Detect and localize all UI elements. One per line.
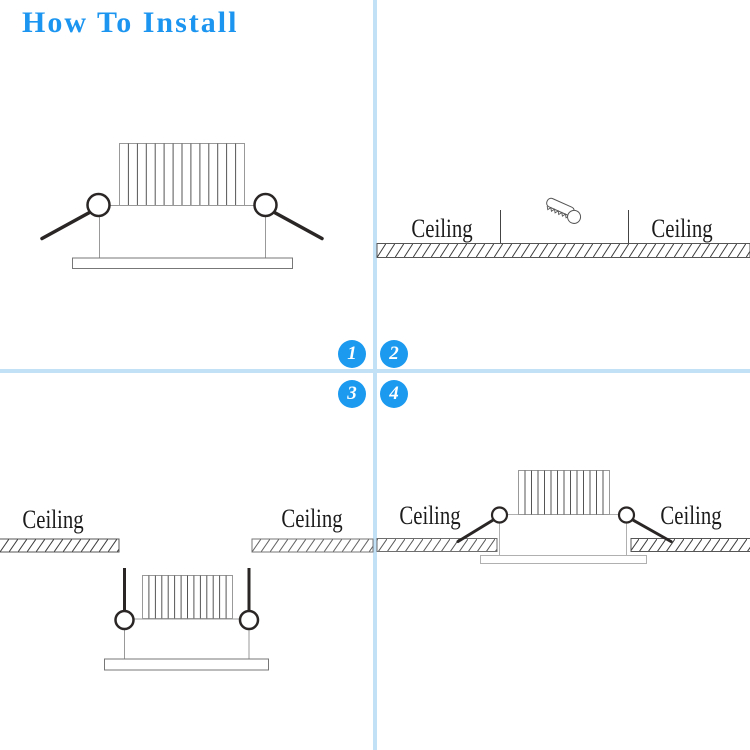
ceiling-section-right (251, 538, 374, 553)
ceiling-label-step2-right: Ceiling (651, 214, 713, 243)
heatsink-fins (148, 575, 227, 619)
drill-bit-icon (546, 197, 582, 224)
spring-clip-arms (123, 568, 251, 611)
lamp-body-hidden (499, 514, 627, 556)
ceiling-label-step4-left: Ceiling (399, 501, 461, 530)
step-badge-1: 1 (338, 340, 366, 368)
ceiling-section (376, 243, 750, 258)
ceiling-label-step4-right: Ceiling (660, 501, 722, 530)
clip-pivot-right (253, 192, 278, 218)
step3-insert-diagram (0, 538, 374, 671)
step4-installed-diagram (376, 470, 750, 564)
lamp-body (124, 618, 250, 659)
trim-ring (104, 658, 269, 671)
ceiling-label-step3-right: Ceiling (281, 504, 343, 533)
trim-ring (480, 555, 647, 564)
step1-downlight-diagram (40, 143, 324, 269)
vertical-divider-line (373, 0, 377, 750)
spring-clip-arms (456, 518, 673, 543)
clip-pivot-right (617, 506, 636, 524)
step2-ceiling-cutout-diagram (376, 197, 750, 258)
ceiling-section-right (630, 538, 750, 552)
ceiling-section-left (376, 538, 498, 552)
trim-ring (72, 257, 293, 269)
hole-edge-marks (500, 210, 629, 243)
step-badge-4: 4 (380, 380, 408, 408)
step-badge-3: 3 (338, 380, 366, 408)
horizontal-divider-line (0, 369, 750, 373)
clip-pivot-right (238, 609, 260, 631)
page-title: How To Install (22, 6, 239, 39)
heatsink-fins (127, 143, 237, 206)
clip-pivot-left (86, 192, 111, 218)
clip-pivot-left (114, 609, 135, 631)
spring-clip-arms (40, 210, 324, 241)
lamp-body (99, 205, 266, 258)
clip-pivot-left (490, 506, 509, 524)
heatsink-fins (524, 470, 604, 515)
ceiling-label-step3-left: Ceiling (22, 505, 84, 534)
ceiling-label-step2-left: Ceiling (411, 214, 473, 243)
step-badge-2: 2 (380, 340, 408, 368)
ceiling-section-left (0, 538, 120, 553)
